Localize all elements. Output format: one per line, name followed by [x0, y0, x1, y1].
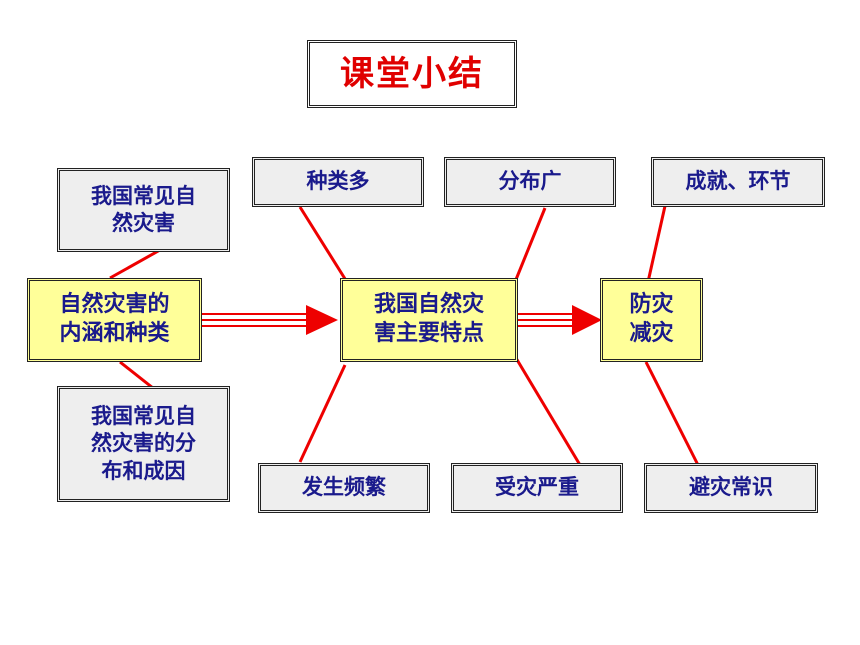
core-node-features: 我国自然灾 害主要特点	[340, 278, 518, 362]
detail-node-many-types-label: 种类多	[306, 169, 370, 194]
detail-node-safety-knowledge: 避灾常识	[644, 463, 818, 513]
detail-node-distribution-causes: 我国常见自 然灾害的分 布和成因	[57, 386, 230, 502]
detail-node-frequent: 发生频繁	[258, 463, 430, 513]
page-title-text: 课堂小结	[340, 53, 484, 94]
detail-node-common-disasters-line2: 然灾害	[112, 211, 175, 235]
connector-features-to-types	[298, 206, 354, 291]
detail-node-frequent-label: 发生频繁	[302, 475, 386, 500]
detail-node-many-types: 种类多	[252, 157, 424, 207]
connector-prevention-to-achievements	[646, 205, 667, 283]
connector-features-to-frequent	[298, 364, 347, 463]
detail-node-safety-knowledge-label: 避灾常识	[689, 475, 773, 500]
core-node-prevention: 防灾 减灾	[600, 278, 703, 362]
core-node-features-line2: 害主要特点	[373, 321, 484, 346]
flow-arrow-2	[518, 305, 602, 335]
detail-node-distribution-causes-line3: 布和成因	[101, 458, 186, 483]
core-node-meaning-line2: 内涵和种类	[59, 321, 170, 346]
detail-node-wide-distribution: 分布广	[444, 157, 616, 207]
connector-prevention-to-safety	[644, 361, 700, 466]
detail-node-wide-distribution-label: 分布广	[498, 169, 562, 194]
detail-node-common-disasters-line1: 我国常见自	[91, 183, 196, 208]
core-node-prevention-line1: 防灾	[629, 292, 674, 318]
connector-features-to-serious	[514, 357, 582, 466]
core-node-meaning: 自然灾害的 内涵和种类	[27, 278, 202, 362]
detail-node-achievements-label: 成就、环节	[685, 169, 791, 194]
connector-features-to-wide	[513, 207, 547, 283]
flow-arrow-1	[202, 305, 338, 335]
connector-meaning-to-common	[109, 248, 161, 280]
detail-node-serious-damage-label: 受灾严重	[495, 475, 579, 500]
core-node-features-line1: 我国自然灾	[373, 292, 484, 318]
core-node-prevention-line2: 减灾	[629, 321, 674, 346]
detail-node-serious-damage: 受灾严重	[451, 463, 623, 513]
detail-node-distribution-causes-line2: 然灾害的分	[91, 431, 196, 456]
page-title: 课堂小结	[307, 40, 517, 108]
detail-node-achievements: 成就、环节	[651, 157, 825, 207]
detail-node-distribution-causes-line1: 我国常见自	[91, 404, 196, 429]
core-node-meaning-line1: 自然灾害的	[59, 292, 170, 318]
detail-node-common-disasters: 我国常见自 然灾害	[57, 168, 230, 252]
